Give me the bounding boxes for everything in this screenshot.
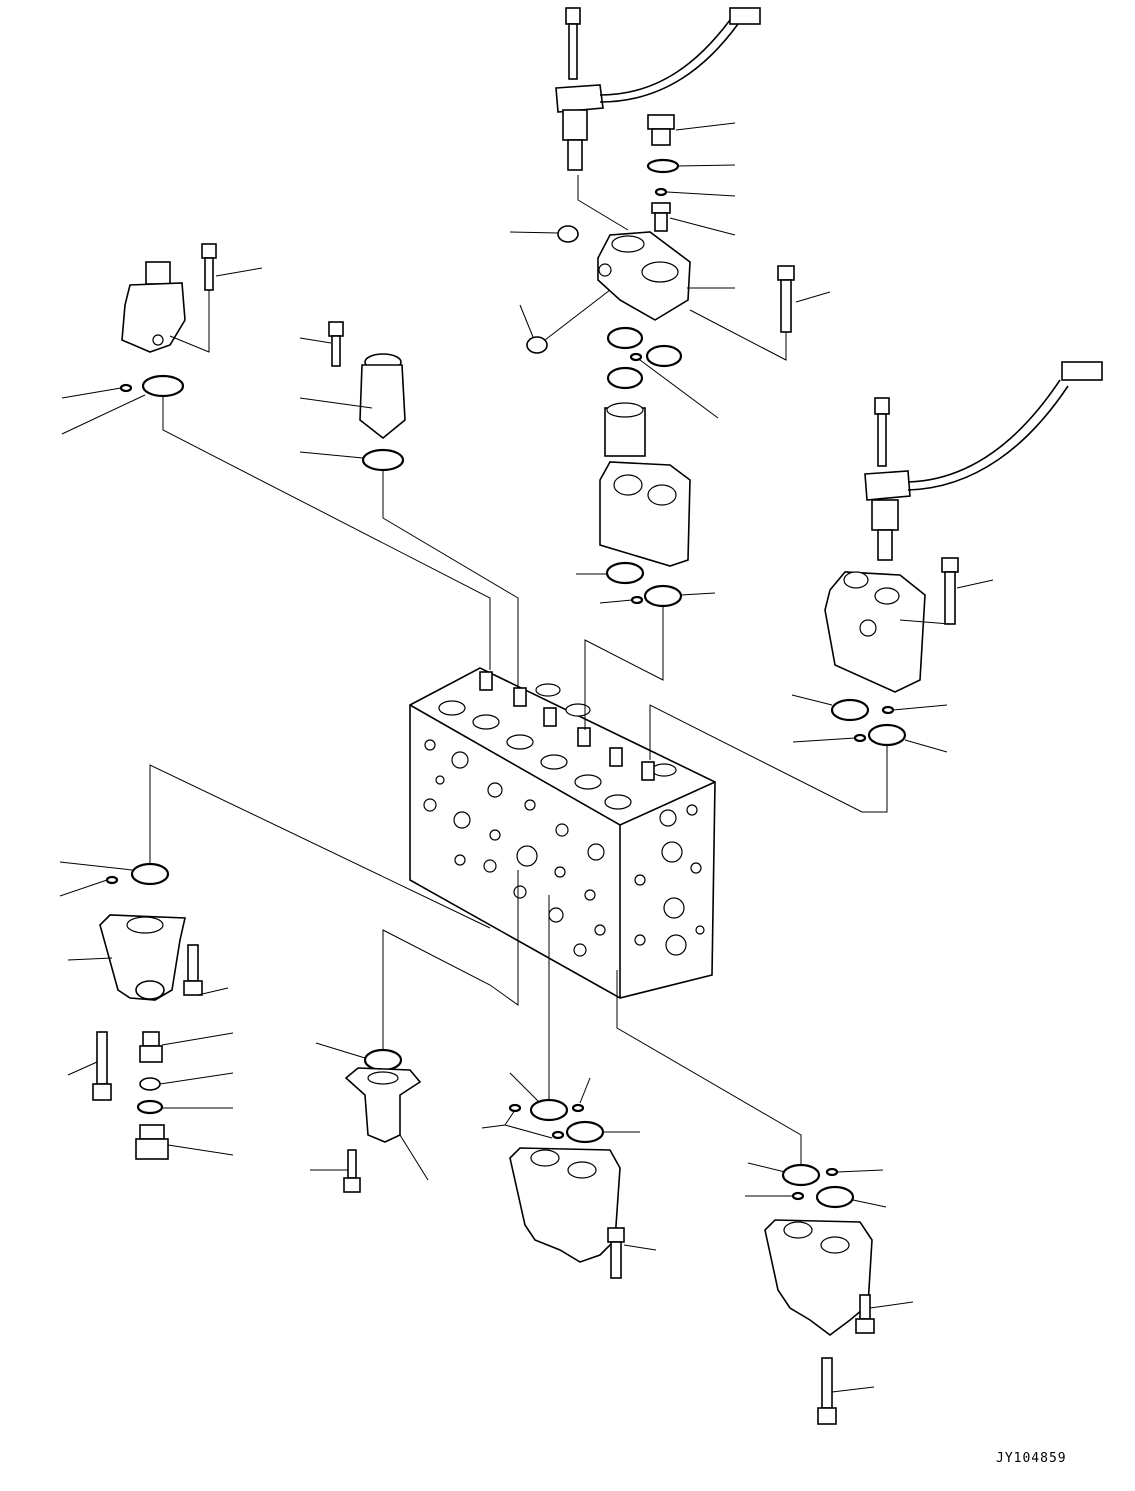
o-ring xyxy=(508,1103,522,1113)
o-ring xyxy=(853,733,867,743)
bottom-right-bolt xyxy=(855,1294,875,1334)
o-ring xyxy=(643,584,683,608)
o-ring xyxy=(645,344,683,368)
main-valve-block xyxy=(409,667,716,999)
cap-housing xyxy=(359,353,406,440)
side-plug xyxy=(557,225,579,243)
right-valve-housing xyxy=(824,571,926,693)
side-plug xyxy=(526,336,548,354)
bottom-cap-bolt xyxy=(343,1149,361,1193)
o-ring xyxy=(867,723,907,747)
o-ring xyxy=(141,374,185,398)
solenoid-body xyxy=(597,231,691,321)
o-ring xyxy=(815,1185,855,1209)
o-ring xyxy=(781,1163,821,1187)
o-ring xyxy=(565,1120,605,1144)
bottom-center-bolt xyxy=(607,1227,625,1279)
bottom-cap xyxy=(344,1067,422,1143)
o-ring xyxy=(119,383,133,393)
bottom-center-valve xyxy=(509,1147,621,1263)
o-ring xyxy=(606,326,644,350)
callout-leaders xyxy=(59,122,994,1393)
spool-sleeve xyxy=(604,402,646,457)
o-ring xyxy=(606,366,644,390)
small-plug xyxy=(139,1077,161,1091)
drawing-reference-code: JY104859 xyxy=(996,1451,1067,1466)
top-plug xyxy=(647,114,675,146)
cap-bolt xyxy=(328,321,344,367)
left-cover-bolt xyxy=(183,944,203,996)
bottom-right-valve xyxy=(764,1219,873,1336)
bottom-right-long-bolt xyxy=(817,1357,837,1425)
assembly-guide-lines xyxy=(149,396,888,1165)
fitting xyxy=(135,1124,169,1160)
o-ring xyxy=(630,595,644,605)
o-ring xyxy=(571,1103,585,1113)
o-ring xyxy=(654,187,668,197)
right-long-bolt xyxy=(941,557,959,625)
o-ring xyxy=(791,1191,805,1201)
o-ring xyxy=(881,705,895,715)
o-ring xyxy=(830,698,870,722)
o-ring xyxy=(361,448,405,472)
long-bolt xyxy=(777,265,795,333)
o-ring xyxy=(529,1098,569,1122)
o-ring xyxy=(136,1099,164,1115)
o-ring xyxy=(629,352,643,362)
o-ring xyxy=(105,875,119,885)
o-ring xyxy=(363,1048,403,1072)
long-bolt xyxy=(92,1031,112,1101)
left-cover xyxy=(99,914,186,1001)
o-ring xyxy=(825,1167,839,1177)
o-ring xyxy=(130,862,170,886)
right-solenoid-assembly xyxy=(864,361,1103,561)
plug xyxy=(139,1031,163,1063)
o-ring xyxy=(551,1130,565,1140)
o-ring xyxy=(646,158,680,174)
top-solenoid-assembly xyxy=(555,7,761,231)
o-ring xyxy=(605,561,645,585)
check-valve-plug xyxy=(651,202,671,232)
valve-housing-top xyxy=(599,461,691,567)
cover-bolt xyxy=(201,243,217,291)
upper-left-cover xyxy=(121,261,186,353)
